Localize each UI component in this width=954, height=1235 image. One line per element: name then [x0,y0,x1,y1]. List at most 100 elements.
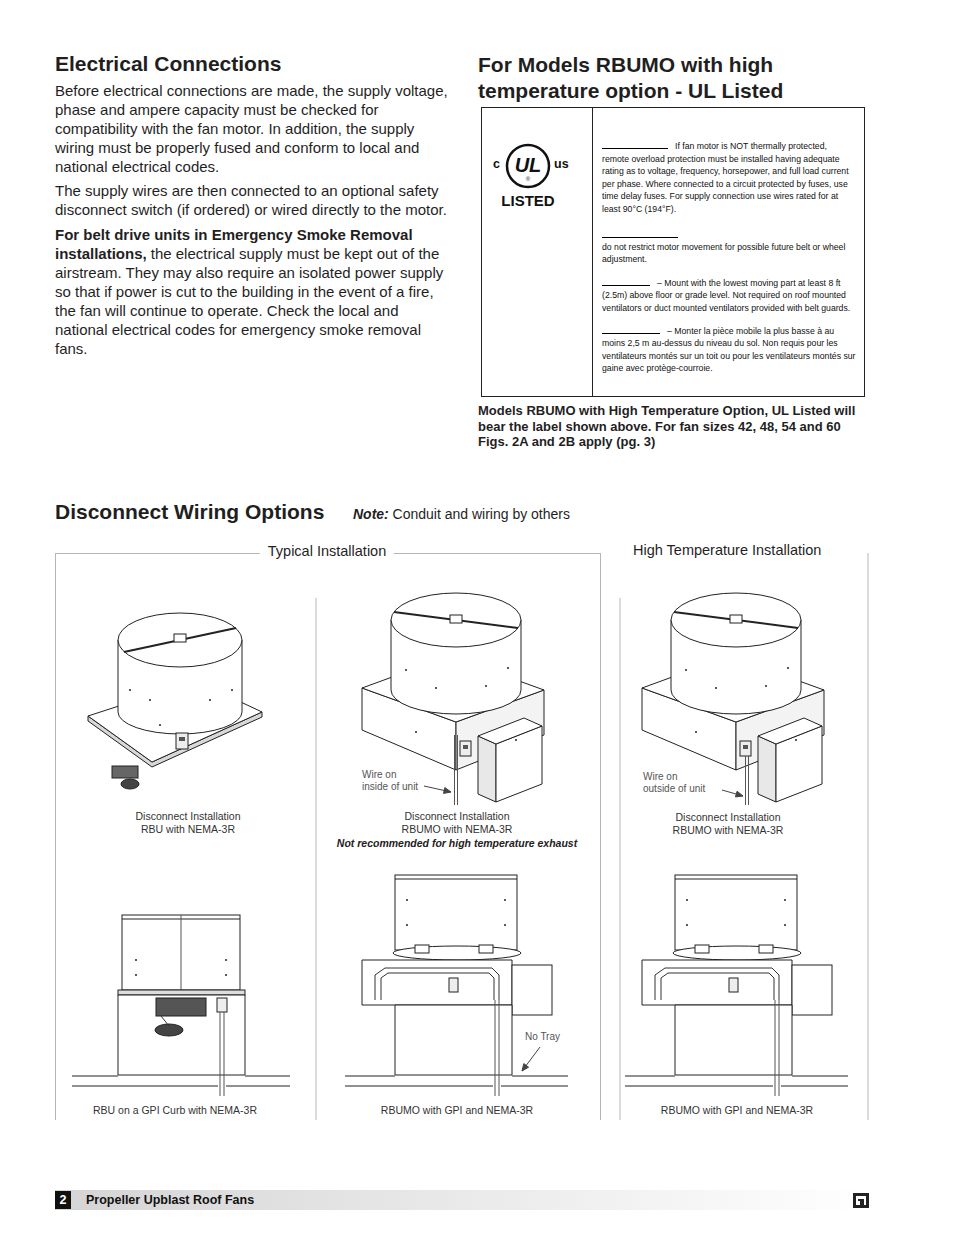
motor-box [792,965,832,1015]
motor-box-side [758,736,776,802]
rivet-dot [686,899,688,901]
rivet-dot [784,899,786,901]
text-block: Models RBUMO with High Temperature Optio… [478,403,870,450]
rivet-dot [135,959,137,961]
flange-bracket [759,945,773,953]
figure-caption: RBU on a GPI Curb with NEMA-3R [93,1104,257,1116]
motor-body [112,766,138,778]
warning-paragraph: – Mount with the lowest moving part at l… [602,276,856,315]
leader-arrowhead [522,1064,529,1071]
disconnect-switch [449,978,458,992]
cylinder-seam [181,915,182,990]
warning-text: – Mount with the lowest moving part at l… [602,278,850,313]
conduit-wire [779,1000,780,1096]
disconnect-switch [740,741,751,756]
redacted-blank [602,139,668,149]
divider-line [868,553,869,1120]
rbumo-gpi-illustration [625,875,848,1096]
conduit-wire [748,756,749,805]
roof-line [781,1086,848,1087]
divider-line [620,598,621,1120]
venturi-flange [673,946,801,960]
figure-caption: RBU with NEMA-3R [141,823,235,835]
rivet-dot [504,899,506,901]
rivet-dot [406,924,408,926]
flange-bracket [695,945,709,953]
motor-pulley [121,779,139,789]
frame-heading: Typical Installation [260,544,394,559]
callout-text: No Tray [525,1031,560,1042]
warning-text: do not restrict motor movement for possi… [602,242,845,265]
rivet-dot [135,974,137,976]
listed-word: LISTED [501,193,554,208]
callout-text: Wire on [643,771,677,782]
curb-plate [118,990,245,995]
text-block: For Models RBUMO with high temperature o… [478,52,868,104]
conduit-wire [457,735,458,805]
leader-line [722,790,743,796]
fan-cylinder-top [118,613,242,667]
text-block: Disconnect Installation [404,810,509,823]
footer-title: Propeller Upblast Roof Fans [86,1193,254,1207]
ul-logo-circle [507,145,549,187]
redacted-blank [602,324,660,334]
figure-caption: RBUMO with GPI and NEMA-3R [381,1104,533,1116]
label-caption: Models RBUMO with High Temperature Optio… [478,403,855,449]
body-paragraph: Before electrical connections are made, … [55,81,450,176]
rivet-dot [405,669,407,671]
flange-bracket [479,945,493,953]
text-block: Propeller Upblast Roof Fans [86,1193,254,1208]
text-block: Wire on [362,769,396,781]
rivet-dot [787,667,789,669]
fan-strut [124,628,236,652]
disconnect-switch [176,733,188,749]
rivet-dot [225,974,227,976]
fan-hub [730,615,742,623]
rbumo-gpi-illustration [345,875,568,1096]
page-number-box: 2 [55,1191,71,1209]
tray-pipe [381,973,494,1000]
fan-cylinder-side [395,875,517,950]
conduit-wire [499,1000,500,1096]
rivet-dot [515,739,517,741]
redacted-blank [602,228,678,238]
disconnect-handle [179,737,185,741]
warning-caption: Not recommended for high temperature exh… [337,837,577,849]
roof-line [245,1076,290,1077]
motor-box [512,965,552,1015]
warning-paragraph: – Monter la pièce mobile la plus basse à… [602,324,856,375]
rivet-dot [159,724,161,726]
roof-line [625,1076,675,1077]
belt-line [161,1016,169,1026]
ul-label-text-cell: If fan motor is NOT thermally protected,… [592,107,865,397]
rivet-dot [695,731,697,733]
rivet-dot [485,685,487,687]
rivet-dot [231,689,233,691]
fan-hub [174,634,186,642]
logo-letter: us [554,158,569,171]
rivet-dot [795,739,797,741]
brand-logo [853,1193,869,1208]
fan-strut [394,612,518,628]
rivet-dot [715,687,717,689]
cylinder-rim [675,879,797,880]
disconnect-handle [743,745,748,749]
section-heading: Disconnect Wiring Options [55,500,324,523]
disconnect-switch [729,978,738,992]
text-block: Before electrical connections are made, … [55,81,450,358]
curb-box [675,1005,792,1075]
rivet-dot [129,689,131,691]
fan-cylinder-top [671,593,801,647]
callout-text: inside of unit [362,781,418,792]
text-block: Note:Conduit and wiring by others [353,506,570,523]
page-number: 2 [60,1191,67,1209]
ul-logo-cell: cUL®usLISTED [481,107,593,397]
figure-caption: Disconnect Installation [675,811,780,823]
text-block: inside of unit [362,781,418,793]
text-block: Disconnect Installation [675,811,780,824]
text-block: RBUMO with NEMA-3R [402,823,513,836]
rivet-dot [507,667,509,669]
rivet-dot [686,924,688,926]
rivet-dot [149,699,151,701]
text-block: RBUMO with GPI and NEMA-3R [661,1104,813,1117]
